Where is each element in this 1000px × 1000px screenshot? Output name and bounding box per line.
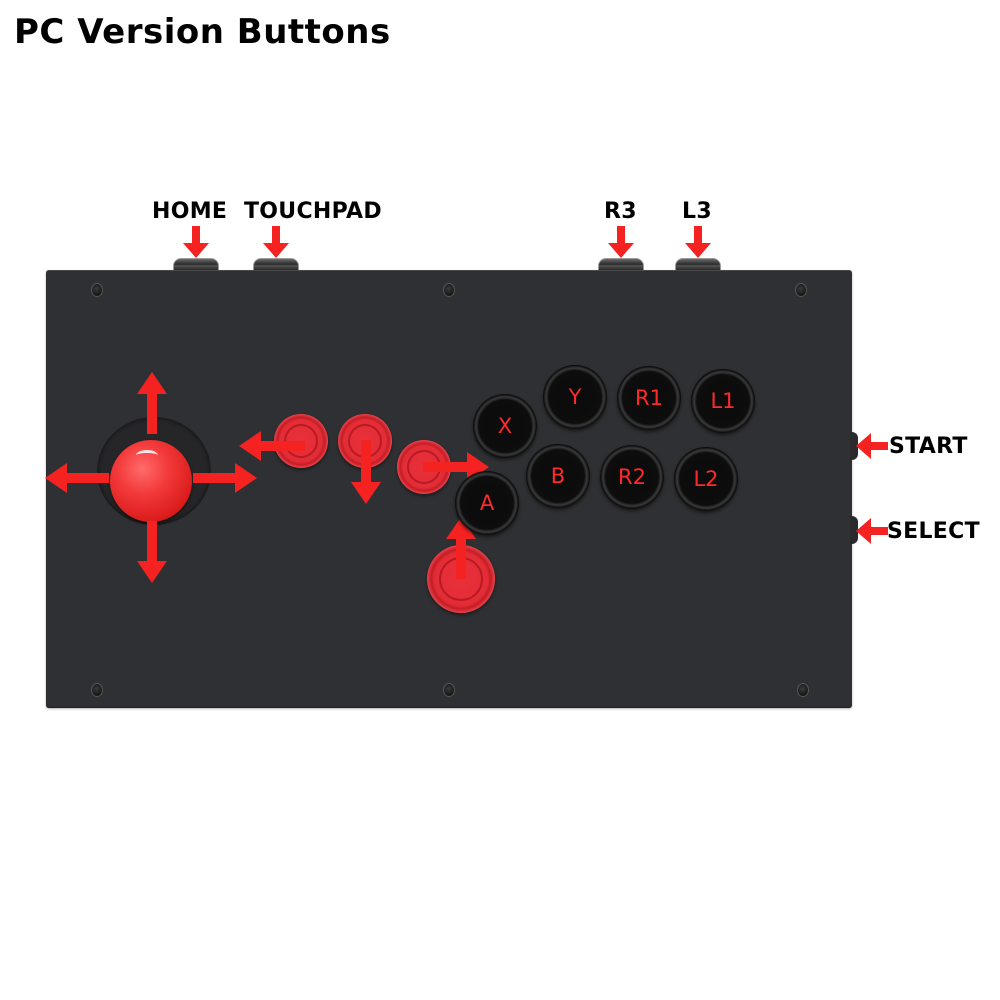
face-button-label: R2 — [618, 465, 646, 489]
screw-icon — [443, 283, 455, 297]
screw-icon — [443, 683, 455, 697]
face-button-y[interactable]: Y — [543, 365, 607, 429]
joystick[interactable] — [110, 440, 192, 522]
label-home: HOME — [152, 199, 228, 224]
face-button-label: Y — [568, 385, 582, 409]
label-r3: R3 — [604, 199, 637, 224]
face-button-label: L1 — [710, 389, 736, 413]
arrow-down-icon — [608, 226, 634, 258]
face-button-r2[interactable]: R2 — [600, 445, 664, 509]
arrow-down-icon — [351, 440, 381, 504]
arrow-left-icon — [856, 433, 888, 459]
arrow-left-icon — [856, 518, 888, 544]
label-start: START — [889, 434, 968, 459]
face-button-b[interactable]: B — [526, 444, 590, 508]
arrow-down-icon — [263, 226, 289, 258]
screw-icon — [795, 283, 807, 297]
arrow-down-icon — [137, 521, 167, 583]
face-button-label: R1 — [635, 386, 663, 410]
face-button-x[interactable]: X — [473, 394, 537, 458]
select-button[interactable] — [850, 516, 858, 544]
arrow-down-icon — [183, 226, 209, 258]
page-title: PC Version Buttons — [14, 12, 391, 52]
face-button-l1[interactable]: L1 — [691, 369, 755, 433]
direction-button-up[interactable] — [427, 545, 495, 613]
face-button-label: X — [497, 414, 513, 438]
arrow-left-icon — [45, 463, 109, 493]
face-button-label: L2 — [693, 467, 719, 491]
label-l3: L3 — [682, 199, 712, 224]
face-button-label: B — [550, 464, 566, 488]
start-button[interactable] — [850, 432, 858, 460]
arrow-left-icon — [239, 431, 305, 461]
label-touchpad: TOUCHPAD — [244, 199, 382, 224]
screw-icon — [91, 683, 103, 697]
face-button-l2[interactable]: L2 — [674, 447, 738, 511]
screw-icon — [91, 283, 103, 297]
label-select: SELECT — [887, 519, 980, 544]
arrow-down-icon — [685, 226, 711, 258]
arrow-up-icon — [446, 517, 476, 579]
face-button-r1[interactable]: R1 — [617, 366, 681, 430]
arrow-up-icon — [137, 372, 167, 434]
screw-icon — [797, 683, 809, 697]
face-button-a[interactable]: A — [455, 471, 519, 535]
face-button-label: A — [479, 491, 495, 515]
arrow-right-icon — [193, 463, 257, 493]
